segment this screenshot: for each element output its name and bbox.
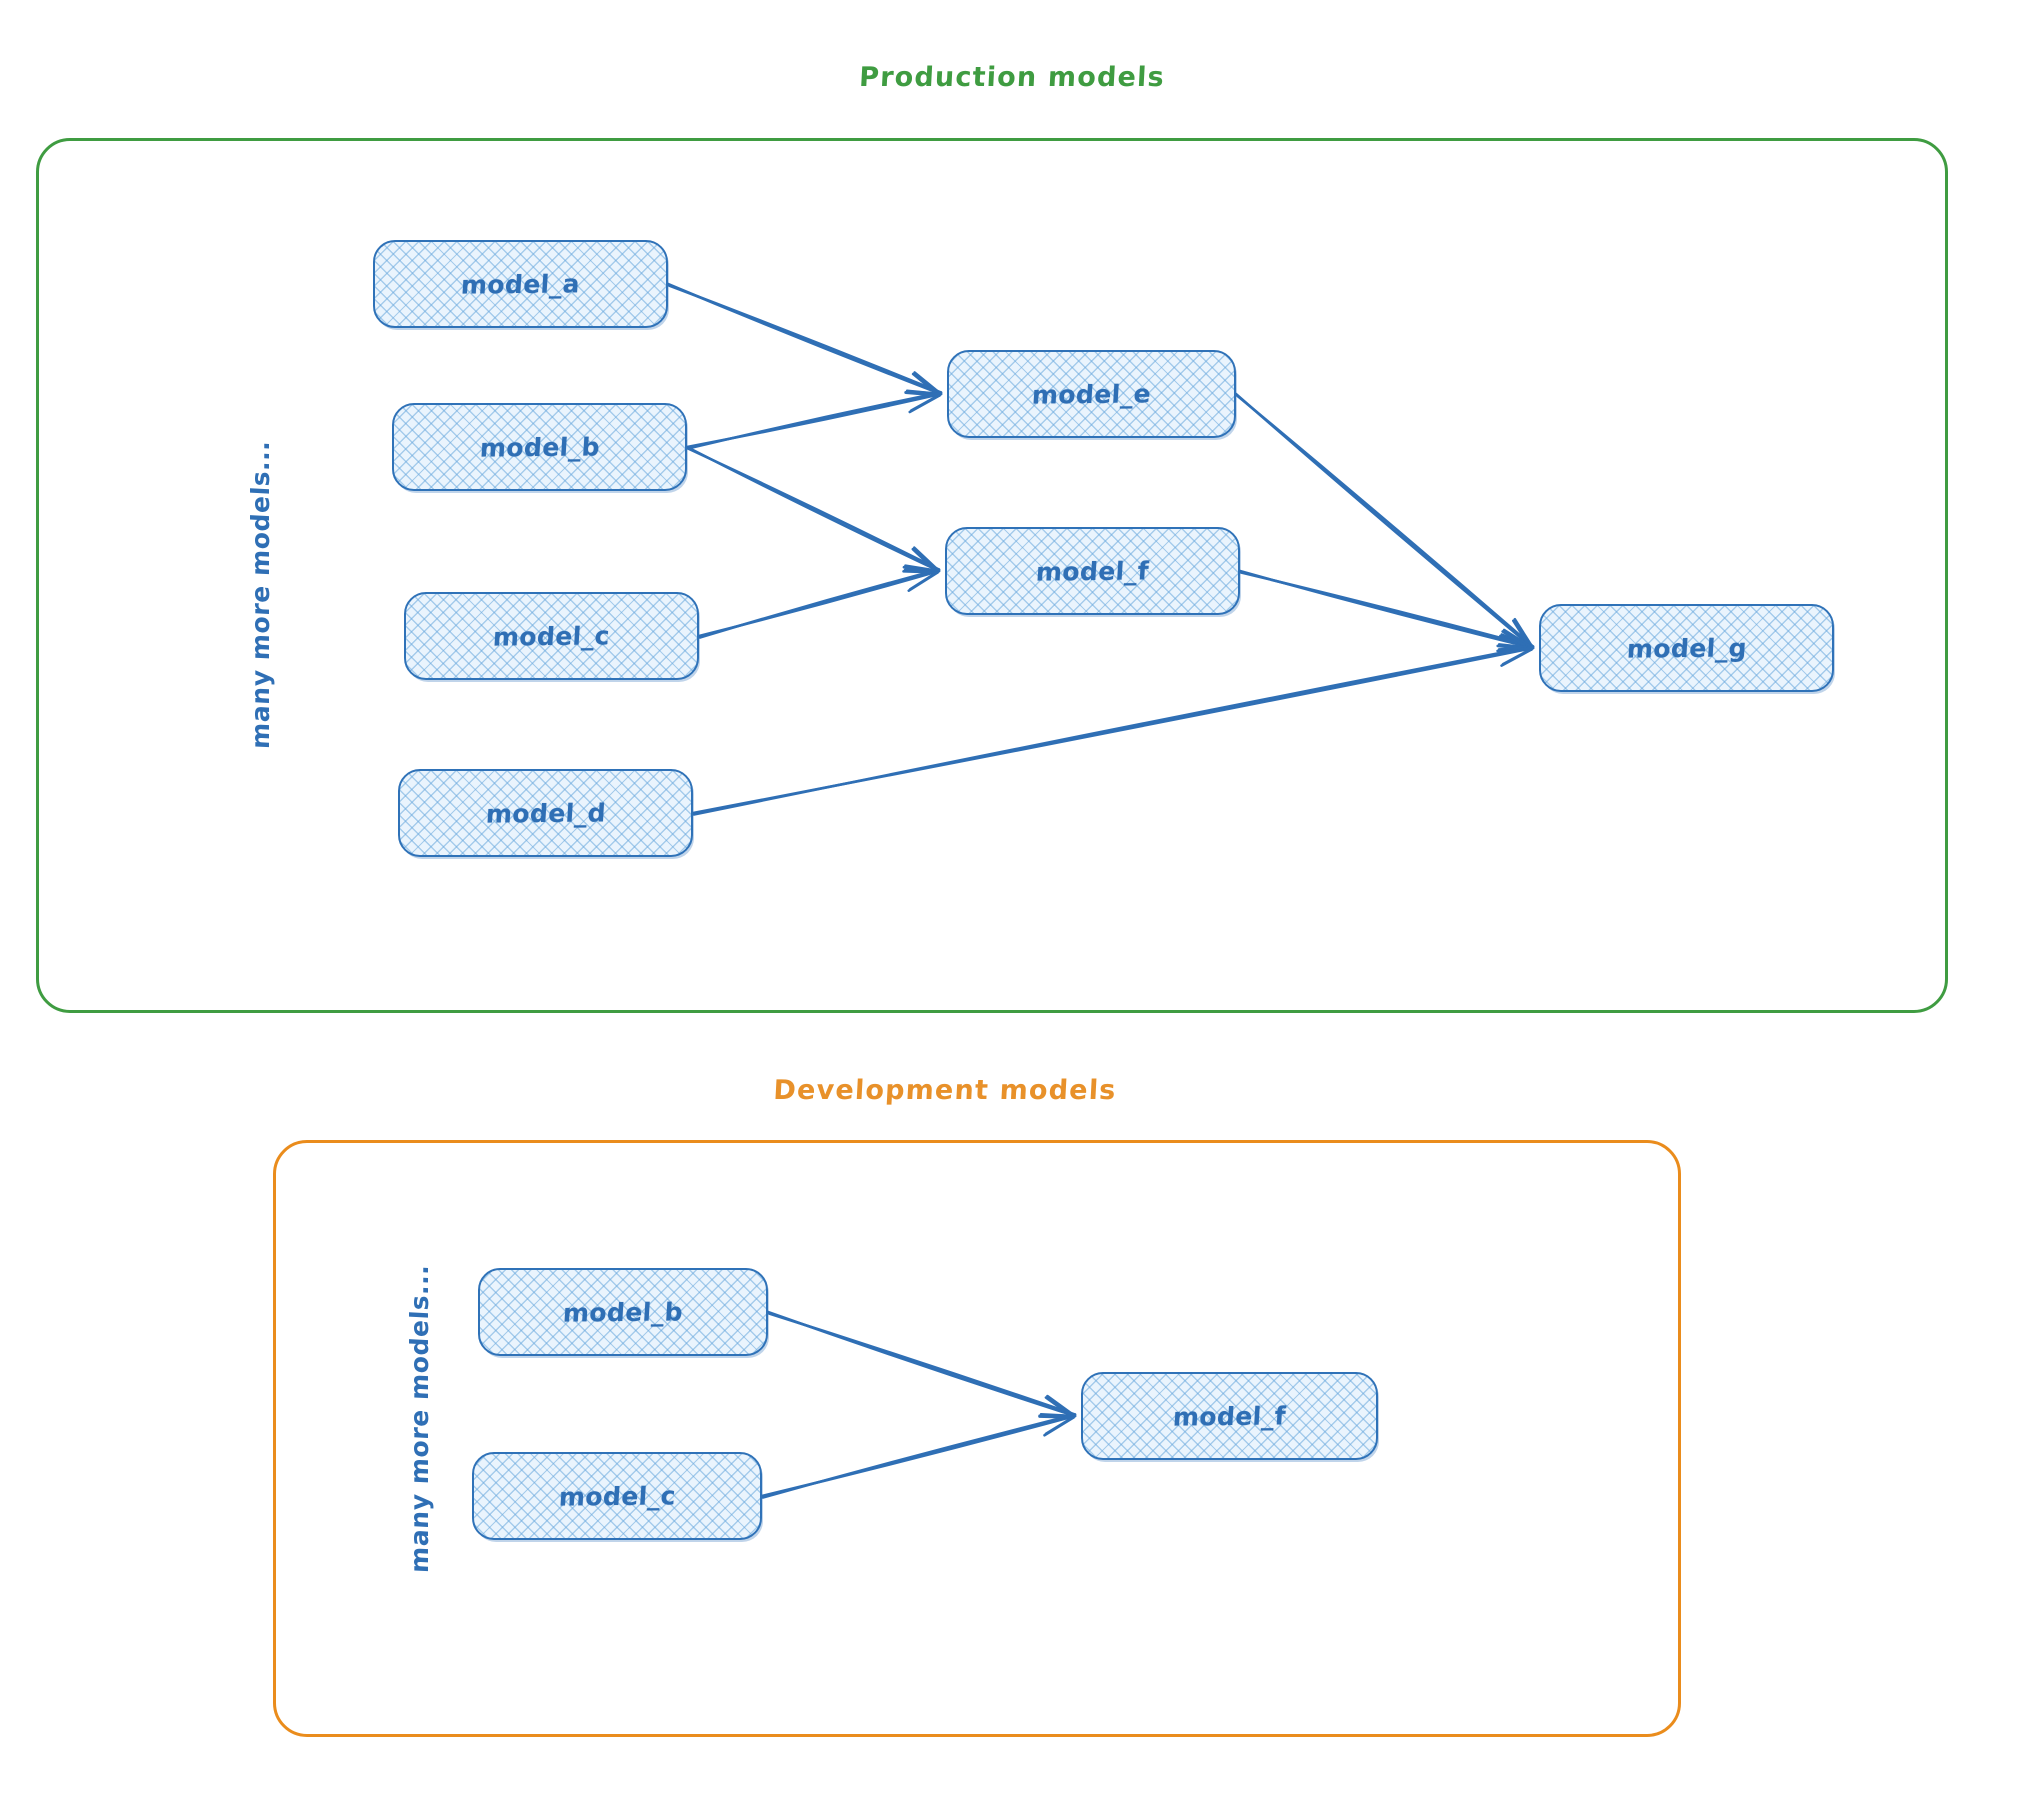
model-node-dev-model-c[interactable]: model_c (472, 1452, 762, 1540)
model-node-model-e[interactable]: model_e (947, 350, 1236, 438)
model-node-model-c[interactable]: model_c (404, 592, 699, 680)
model-node-label: model_c (557, 1480, 677, 1512)
model-node-label: model_b (562, 1296, 684, 1328)
production-side-label: many more models... (246, 439, 275, 750)
model-node-label: model_f (1172, 1400, 1287, 1432)
model-node-model-a[interactable]: model_a (373, 240, 668, 328)
model-node-label: model_g (1625, 632, 1748, 664)
development-group-title: Development models (772, 1075, 1118, 1106)
production-group-container (36, 138, 1948, 1013)
model-node-label: model_d (484, 797, 607, 829)
model-node-label: model_f (1035, 555, 1150, 587)
model-node-label: model_a (460, 268, 581, 300)
model-node-label: model_e (1031, 378, 1152, 410)
model-node-model-b[interactable]: model_b (392, 403, 687, 491)
model-node-model-d[interactable]: model_d (398, 769, 693, 857)
model-node-dev-model-f[interactable]: model_f (1081, 1372, 1378, 1460)
production-group-title: Production models (858, 62, 1166, 93)
model-node-model-g[interactable]: model_g (1539, 604, 1834, 692)
model-node-label: model_b (478, 431, 601, 463)
development-side-label: many more models... (405, 1263, 434, 1574)
development-group-container (273, 1140, 1681, 1737)
model-node-model-f[interactable]: model_f (945, 527, 1240, 615)
model-node-label: model_c (492, 620, 611, 652)
model-node-dev-model-b[interactable]: model_b (478, 1268, 768, 1356)
